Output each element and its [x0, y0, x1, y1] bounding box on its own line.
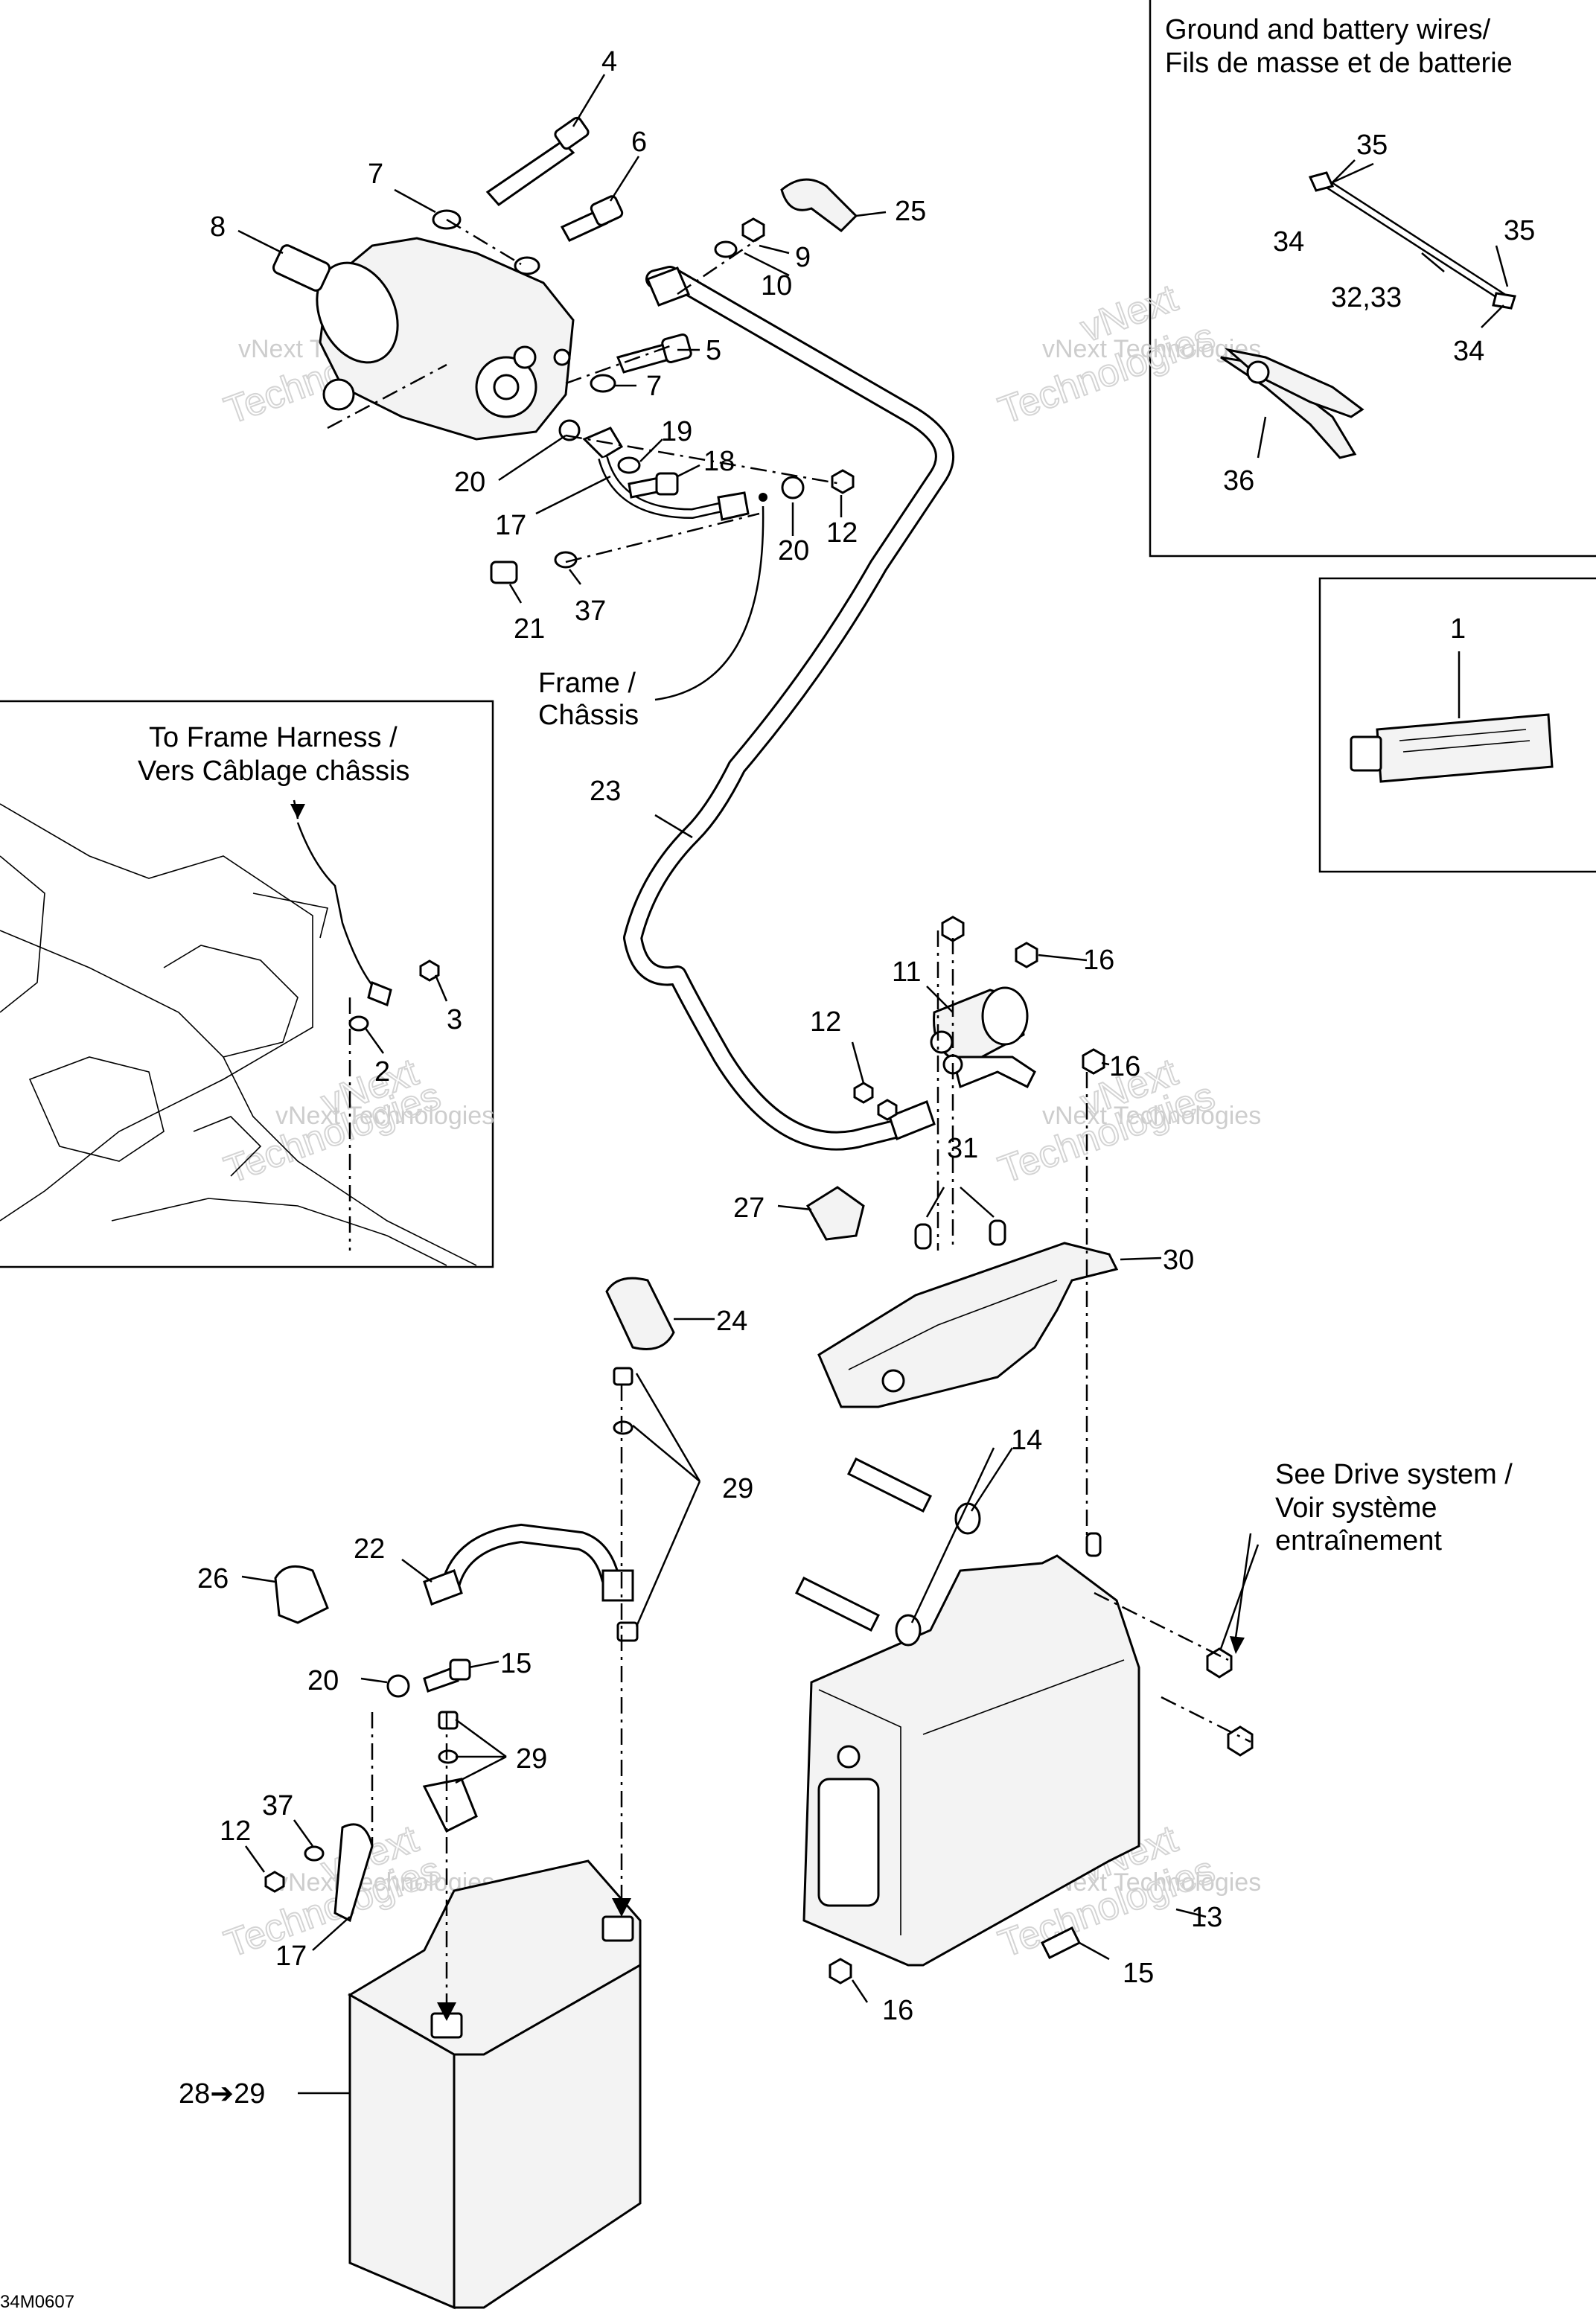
callout-11: 11	[892, 957, 921, 988]
callout-17: 17	[275, 1941, 307, 1972]
battery-28	[348, 1859, 642, 2310]
callout-34: 34	[1453, 336, 1484, 367]
callout-16: 16	[1083, 945, 1114, 976]
cable-22	[274, 1523, 639, 1642]
ground-battery-wires-panel	[1149, 0, 1596, 558]
bracket-30	[605, 1186, 1119, 1408]
frame-harness-label: To Frame Harness /	[149, 722, 398, 753]
callout-22: 22	[354, 1533, 385, 1565]
callout-23: 23	[590, 776, 621, 807]
callout-18: 18	[703, 446, 735, 477]
callout-30: 30	[1163, 1245, 1194, 1276]
callout-12: 12	[220, 1816, 251, 1847]
frame-label: Frame /	[538, 668, 636, 699]
battery-box	[794, 1457, 1254, 1984]
callout-15: 15	[500, 1648, 532, 1679]
callout-20: 20	[778, 535, 809, 566]
callout-2: 2	[374, 1056, 390, 1088]
frame-harness-drawing	[0, 803, 477, 1266]
callout-31: 31	[947, 1133, 978, 1164]
callout-29: 29	[722, 1473, 753, 1504]
callout-7: 7	[646, 371, 662, 402]
drive-system-label-fr: Voir système	[1275, 1492, 1437, 1524]
callout-13: 13	[1191, 1902, 1222, 1933]
callout-12: 12	[810, 1006, 841, 1038]
ground-battery-title-fr: Fils de masse et de batterie	[1165, 48, 1513, 79]
callout-37: 37	[262, 1790, 293, 1821]
watermark-text: vNext Technologies	[275, 1102, 494, 1130]
callout-27: 27	[733, 1192, 765, 1224]
callout-9: 9	[795, 242, 811, 273]
callout-29: 29	[516, 1743, 547, 1775]
callout-12: 12	[826, 517, 858, 549]
callout-37: 37	[575, 595, 606, 627]
starter-motor-drawing	[272, 237, 575, 441]
callout-26: 26	[197, 1563, 229, 1594]
ground-battery-title: Ground and battery wires/	[1165, 14, 1491, 45]
callout-34: 34	[1273, 226, 1304, 258]
callout-35: 35	[1504, 215, 1535, 246]
callout-3: 3	[447, 1004, 462, 1035]
lubricant-tube	[1350, 713, 1554, 783]
callouts: 4 6 7 8 25 9 10 5 7 19 18 20 17 20 12 21…	[179, 46, 1535, 2110]
callout-4: 4	[601, 46, 617, 77]
callout-1: 1	[1450, 613, 1466, 645]
callout-6: 6	[631, 127, 647, 158]
callout-14: 14	[1011, 1425, 1042, 1456]
callout-32-33: 32,33	[1331, 282, 1402, 313]
cable-23	[623, 266, 954, 1151]
callout-36: 36	[1223, 465, 1254, 496]
callout-16: 16	[882, 1995, 913, 2026]
callout-17: 17	[495, 510, 526, 541]
frame-label-fr: Châssis	[538, 700, 639, 731]
drive-system-label: See Drive system /	[1275, 1459, 1513, 1490]
callout-20: 20	[454, 467, 485, 498]
callout-35: 35	[1356, 130, 1388, 161]
callout-8: 8	[210, 211, 226, 243]
callout-15: 15	[1123, 1958, 1154, 1989]
leader-lines	[237, 74, 1509, 2095]
callout-20: 20	[307, 1665, 339, 1696]
watermark-text: vNext Technologies	[1042, 1102, 1261, 1130]
lower-hardware	[264, 1367, 633, 1923]
lubricant-panel	[1318, 577, 1596, 873]
callout-19: 19	[661, 416, 692, 447]
callout-16: 16	[1109, 1051, 1140, 1082]
assembly-lines	[327, 218, 1251, 2010]
diagram-id: 34M0607	[0, 2292, 74, 2311]
callout-25: 25	[895, 196, 926, 227]
callout-24: 24	[716, 1306, 747, 1337]
cable-17-upper	[490, 427, 855, 584]
callout-28-29: 28➔29	[179, 2078, 265, 2110]
callout-5: 5	[706, 335, 721, 366]
frame-harness-label-fr: Vers Câblage châssis	[138, 756, 409, 787]
frame-harness-panel	[0, 700, 494, 1268]
callout-10: 10	[761, 270, 792, 301]
callout-21: 21	[514, 613, 545, 645]
callout-7: 7	[368, 159, 383, 190]
ground-wire-drawing	[1220, 171, 1516, 459]
solenoid-11	[853, 916, 1105, 1121]
drive-system-label-fr2: entraînement	[1275, 1525, 1442, 1556]
